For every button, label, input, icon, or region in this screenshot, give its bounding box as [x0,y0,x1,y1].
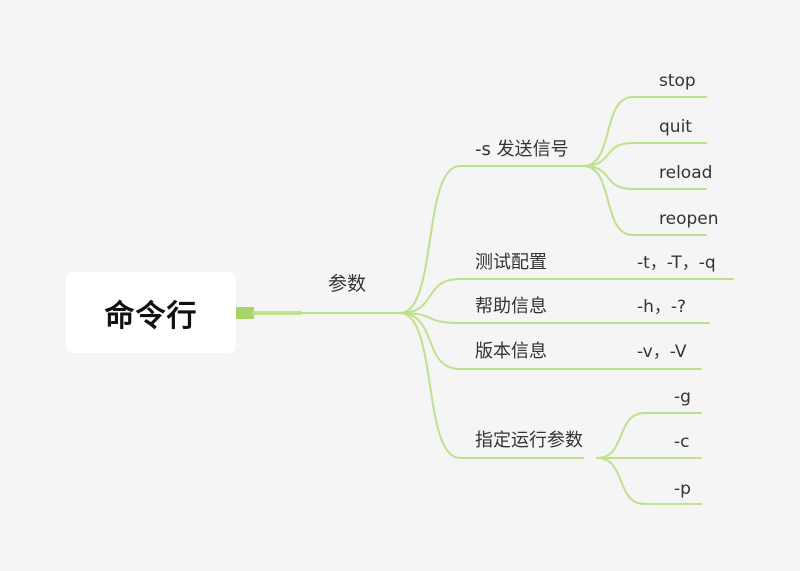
leaf-version-flags[interactable]: -v，-V [637,342,687,362]
leaf-reload[interactable]: reload [659,163,713,183]
link-signal-leaf-2 [582,165,707,190]
branch-test-config-label[interactable]: 测试配置 [475,252,547,273]
leaf-stop[interactable]: stop [659,71,696,91]
link-hub-send-signal [399,165,584,314]
link-run-params-leaf-0 [596,412,702,459]
link-hub-version-info [399,312,584,370]
link-hub-run-params [399,312,584,459]
leaf-test-flags[interactable]: -t，-T，-q [637,253,716,273]
branch-run-params-label[interactable]: 指定运行参数 [475,430,583,451]
link-hub-test-config [399,278,584,314]
link-signal-leaf-3 [582,165,707,236]
leaf-c[interactable]: -c [674,432,690,452]
link-run-params-leaf-2 [596,457,702,505]
leaf-help-flags[interactable]: -h，-? [637,297,687,317]
link-signal-leaf-1 [582,142,707,167]
leaf-g[interactable]: -g [674,387,691,407]
link-hub-help-info [399,312,584,324]
branch-help-info-label[interactable]: 帮助信息 [475,296,547,317]
hub-label[interactable]: 参数 [328,273,367,295]
root-label: 命令行 [104,298,198,334]
link-signal-leaf-0 [582,96,707,167]
leaf-reopen[interactable]: reopen [659,209,719,229]
root-connector [236,307,254,319]
leaf-p[interactable]: -p [674,479,691,499]
leaf-quit[interactable]: quit [659,117,692,137]
branch-version-info-label[interactable]: 版本信息 [475,341,547,362]
branch-send-signal-label[interactable]: -s 发送信号 [475,139,569,160]
root-node[interactable]: 命令行 [66,272,236,353]
